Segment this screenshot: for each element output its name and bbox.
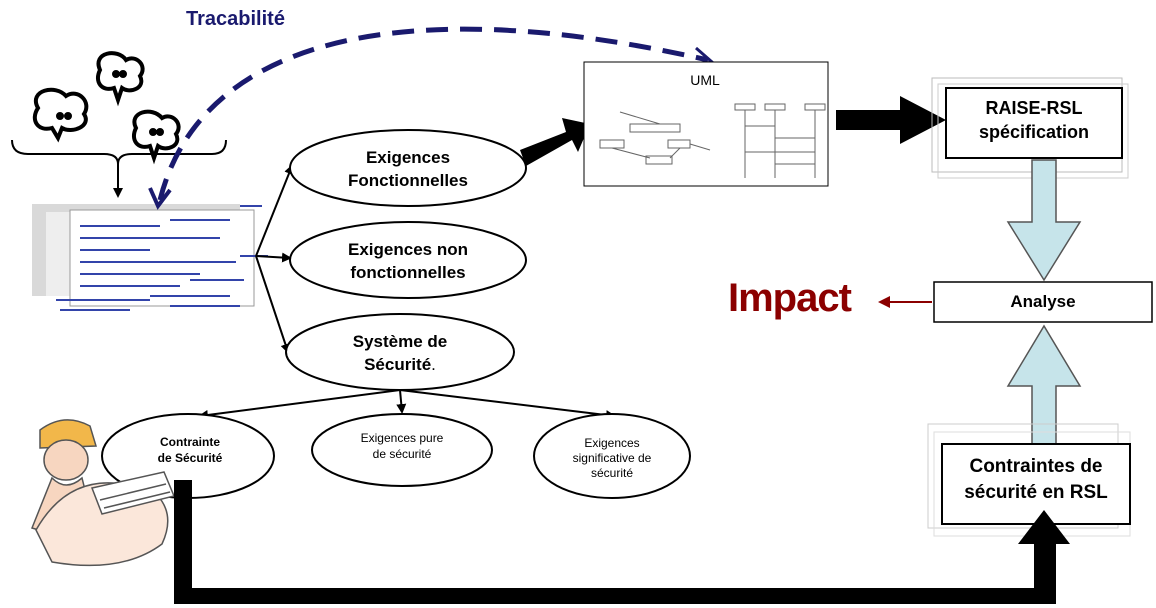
fonct-to-uml-arrow [520, 118, 590, 166]
contrainte-securite-label: Contrainte de Sécurité [140, 434, 240, 466]
exig-nonfonct-line1: Exigences non [348, 240, 468, 259]
impact-label: Impact [728, 276, 852, 320]
contraintes-rsl-line2: sécurité en RSL [964, 482, 1108, 503]
traceability-arrow [157, 26, 709, 201]
exigences-significative-label: Exigences significative de sécurité [548, 436, 676, 480]
branch-arrow-nonfonct [255, 252, 292, 263]
branch-line-middle [396, 389, 407, 414]
branch-arrow-fonct [255, 164, 294, 257]
uml-to-raise-arrow [836, 96, 946, 144]
systeme-suffix: . [431, 355, 436, 374]
speech-bubbles-icon [32, 51, 181, 165]
contrainte-line2: de Sécurité [157, 451, 223, 465]
systeme-line1: Système de [352, 332, 448, 351]
uml-box [583, 61, 829, 187]
ellipse-exigences-significative [533, 413, 691, 499]
exigences-non-fonctionnelles-label: Exigences non fonctionnelles [290, 238, 526, 284]
branch-arrow-systeme [255, 255, 291, 354]
systeme-securite-label: Système de Sécurité. [286, 330, 514, 376]
raise-to-analyse-arrow [1006, 159, 1082, 282]
ellipse-exigences-fonctionnelles [289, 129, 527, 207]
exigences-fonctionnelles-label: Exigences Fonctionnelles [290, 146, 526, 192]
engineer-icon [31, 419, 176, 567]
raise-line2: spécification [978, 122, 1090, 142]
branch-line-right [399, 389, 616, 420]
significative-line1: Exigences [584, 436, 640, 450]
exig-fonct-line2: Fonctionnelles [348, 171, 468, 190]
exig-fonct-line1: Exigences [365, 148, 451, 167]
ellipse-exigences-pure [311, 413, 493, 487]
pure-line1: Exigences pure [360, 431, 444, 445]
pure-line2: de sécurité [372, 447, 432, 461]
raise-line1: RAISE-RSL [985, 98, 1083, 118]
raise-box [945, 87, 1123, 159]
systeme-line2: Sécurité [364, 355, 432, 374]
contraintes-rsl-line1: Contraintes de [969, 456, 1103, 477]
analyse-label: Analyse [1010, 292, 1076, 311]
exigences-pure-label: Exigences pure de sécurité [330, 430, 474, 462]
contraintes-to-analyse-arrow [1006, 324, 1082, 445]
analyse-box [933, 281, 1153, 323]
significative-line2: significative de [572, 451, 652, 465]
raise-label: RAISE-RSL spécification [946, 96, 1122, 144]
contraintes-rsl-label: Contraintes de sécurité en RSL [942, 454, 1130, 506]
significative-line3: sécurité [590, 466, 634, 480]
branch-line-left [198, 389, 401, 420]
exig-nonfonct-line2: fonctionnelles [350, 263, 466, 282]
requirements-document-icon [32, 204, 268, 311]
uml-label: UML [690, 72, 720, 88]
traceability-arrowhead-doc [148, 187, 172, 210]
systeme-line2-wrap: Sécurité. [286, 353, 514, 376]
brace [11, 139, 227, 165]
contrainte-line1: Contrainte [160, 435, 220, 449]
traceability-label: Tracabilité [186, 8, 285, 30]
ellipse-exigences-non-fonctionnelles [289, 221, 527, 299]
contrainte-to-rsl-connector [174, 480, 1070, 604]
